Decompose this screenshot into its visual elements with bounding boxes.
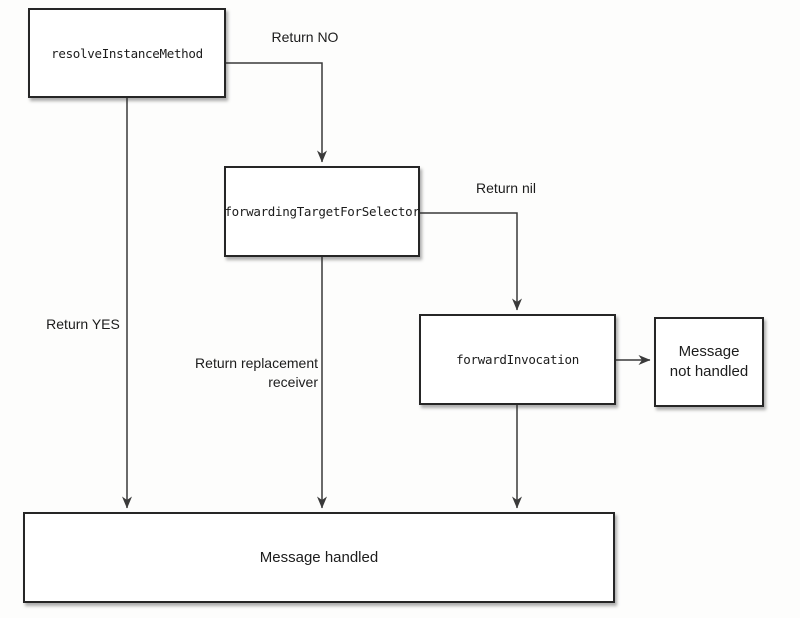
node-forward-invocation-label: forwardInvocation [456, 352, 579, 367]
edge-label-return-nil: Return nil [476, 180, 536, 196]
node-message-not-handled: Message not handled [654, 317, 764, 407]
node-forwarding-target-for-selector-label: forwardingTargetForSelector [224, 204, 420, 219]
node-message-handled-label: Message handled [259, 548, 379, 566]
node-resolve-instance-method: resolveInstanceMethod [28, 8, 226, 98]
edge-label-return-no: Return NO [271, 29, 339, 45]
edge-label-return-yes: Return YES [46, 316, 120, 332]
edge-label-return-replacement-receiver: Return replacement receiver [195, 355, 318, 390]
node-message-handled: Message handled [23, 512, 615, 603]
node-forward-invocation: forwardInvocation [419, 314, 616, 405]
arrow-return-no [226, 62, 327, 163]
node-message-not-handled-label: Message not handled [669, 343, 749, 380]
node-forwarding-target-for-selector: forwardingTargetForSelector [224, 166, 420, 257]
node-resolve-instance-method-label: resolveInstanceMethod [51, 45, 203, 61]
arrow-return-nil [420, 212, 522, 311]
